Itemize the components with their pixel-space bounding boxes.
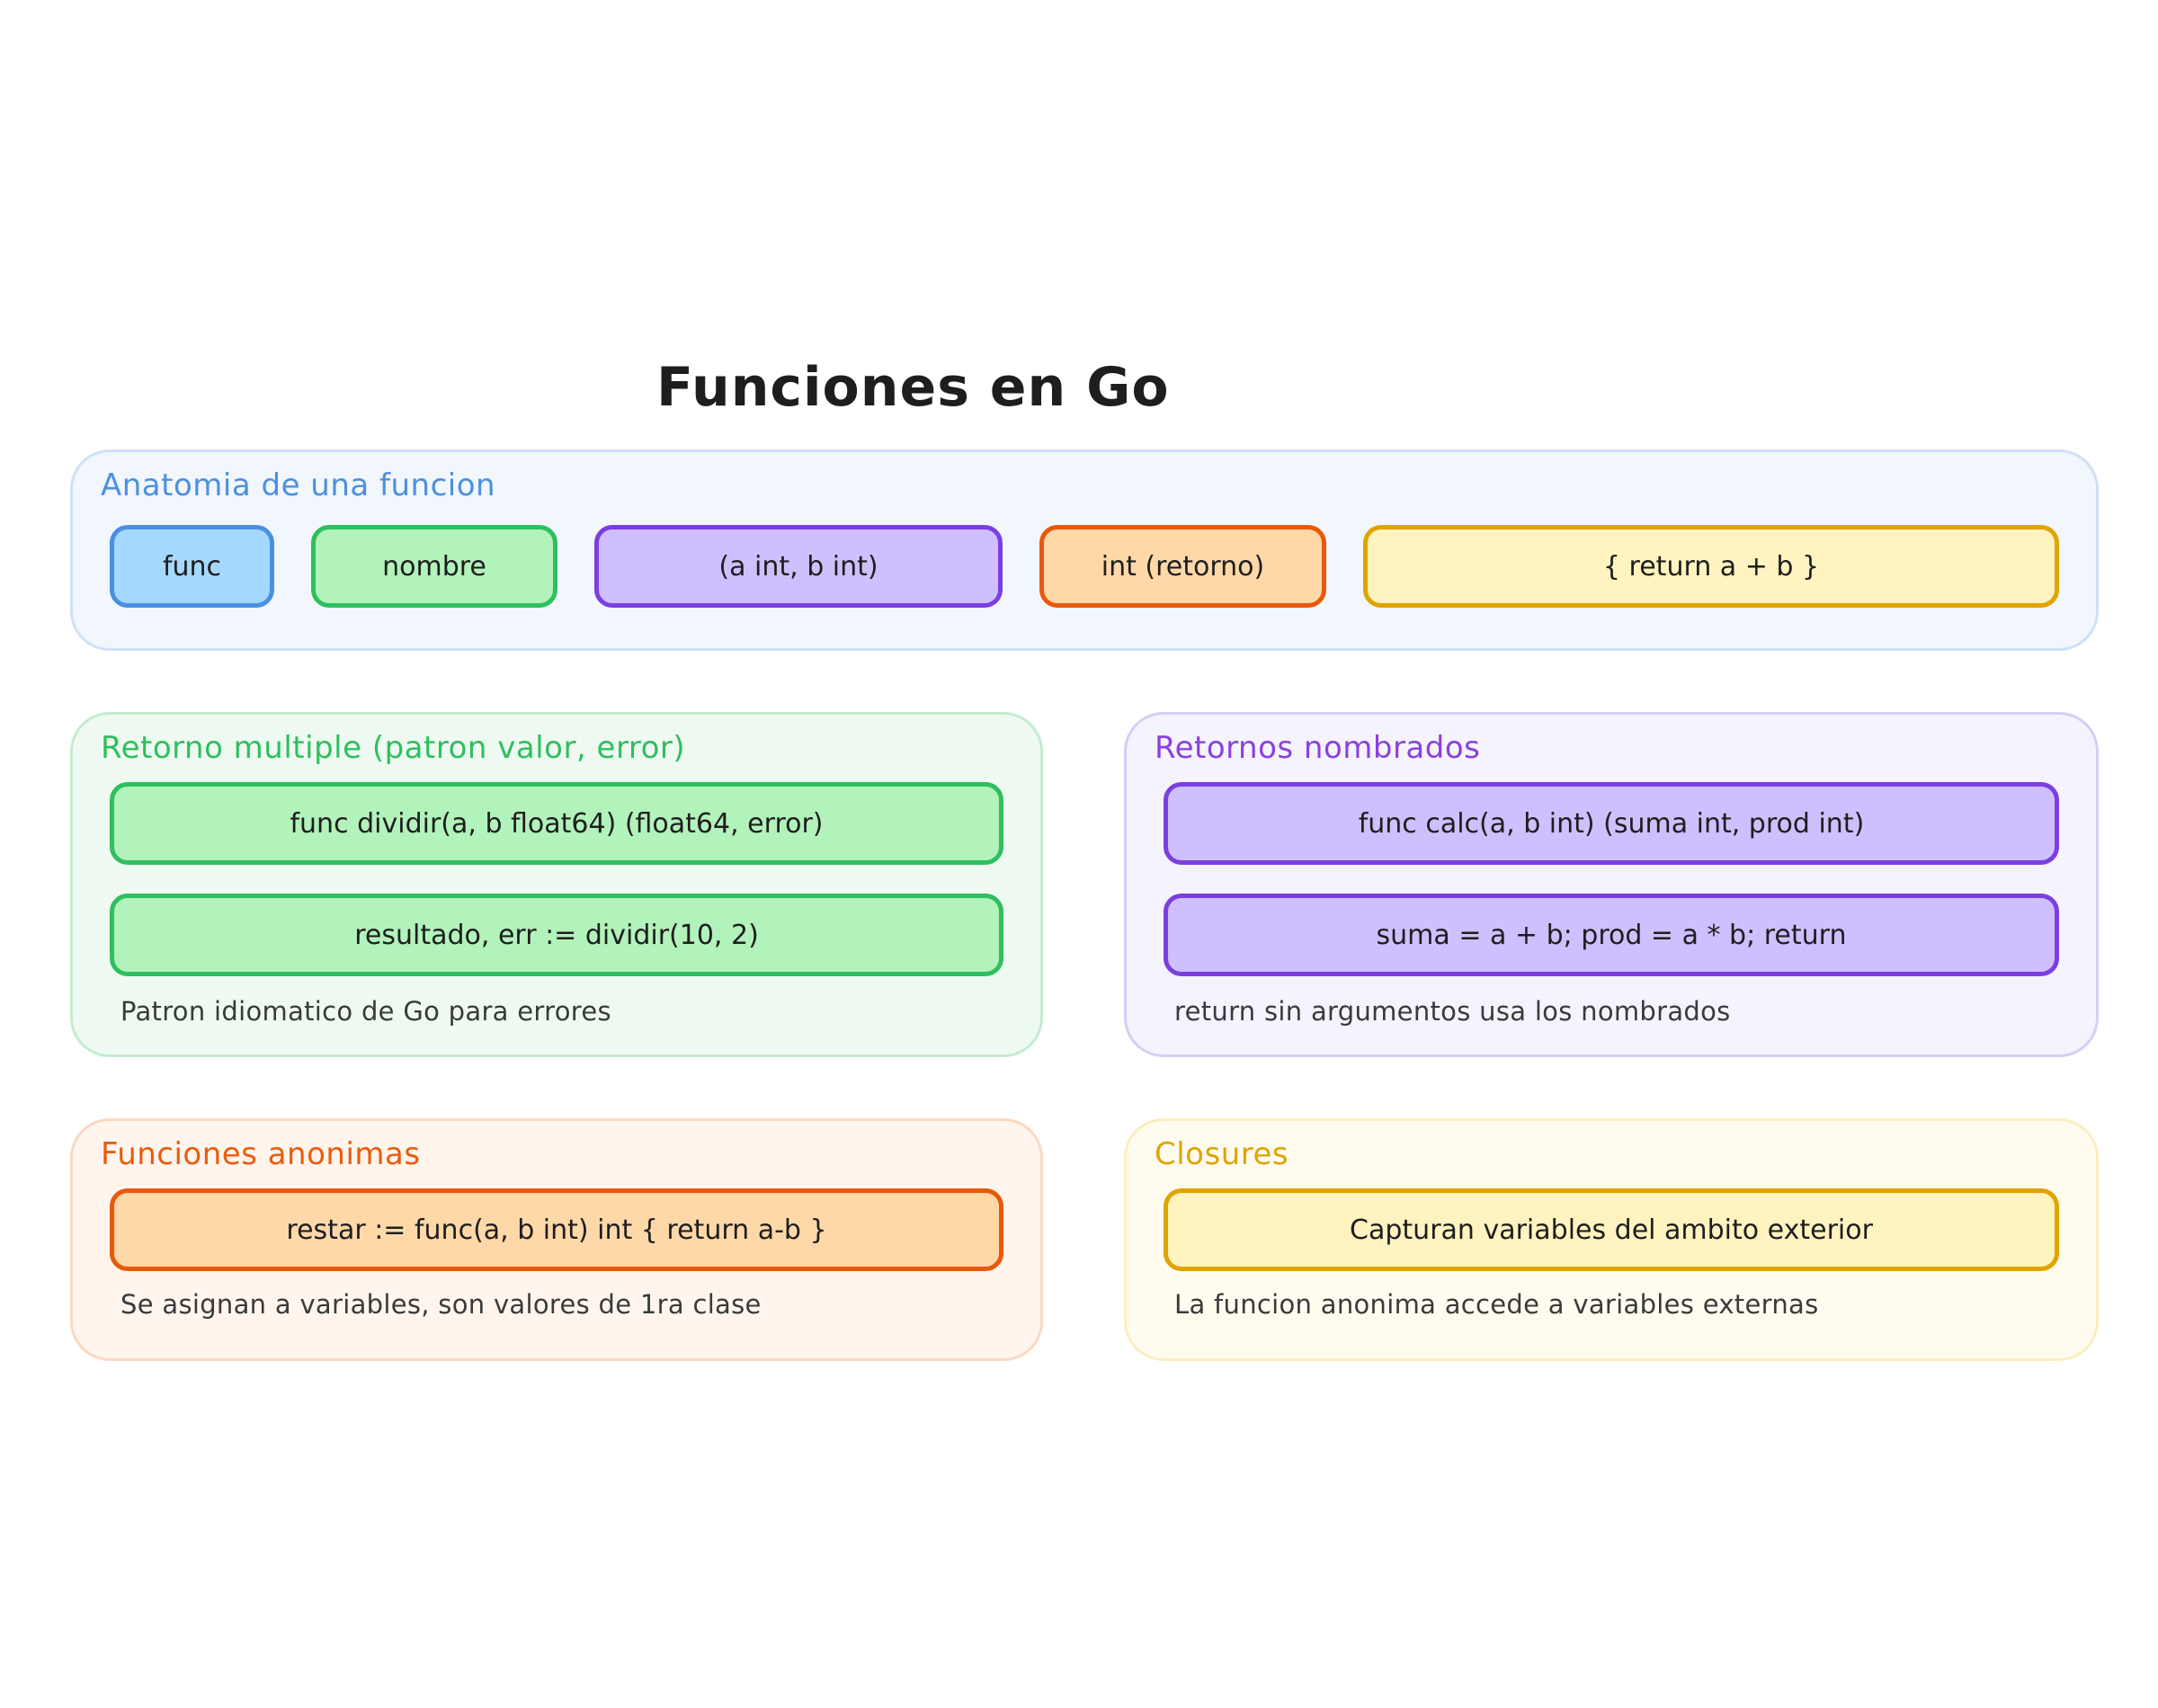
group-multiple-return bbox=[70, 712, 1043, 1057]
step-body: { return a + b } bbox=[1363, 525, 2059, 608]
step-nombre: nombre bbox=[311, 525, 557, 608]
code-restar: restar := func(a, b int) int { return a-… bbox=[110, 1188, 1003, 1271]
note-closures: La funcion anonima accede a variables ex… bbox=[1174, 1289, 1819, 1320]
group-named-returns-label: Retornos nombrados bbox=[1155, 730, 1481, 766]
code-dividir-signature: func dividir(a, b float64) (float64, err… bbox=[110, 782, 1003, 865]
note-named-returns: return sin argumentos usa los nombrados bbox=[1174, 996, 1731, 1027]
note-multiple-return: Patron idiomatico de Go para errores bbox=[120, 996, 611, 1027]
step-func: func bbox=[110, 525, 274, 608]
group-named-returns bbox=[1124, 712, 2099, 1057]
group-anonymous-functions-label: Funciones anonimas bbox=[101, 1136, 421, 1172]
code-calc-body: suma = a + b; prod = a * b; return bbox=[1164, 894, 2059, 976]
closures-description: Capturan variables del ambito exterior bbox=[1164, 1188, 2059, 1271]
diagram-title: Funciones en Go bbox=[656, 356, 1170, 419]
code-calc-signature: func calc(a, b int) (suma int, prod int) bbox=[1164, 782, 2059, 865]
group-closures-label: Closures bbox=[1155, 1136, 1289, 1172]
note-anonymous-functions: Se asignan a variables, son valores de 1… bbox=[120, 1289, 762, 1320]
group-anatomy-label: Anatomia de una funcion bbox=[101, 467, 496, 503]
code-dividir-call: resultado, err := dividir(10, 2) bbox=[110, 894, 1003, 976]
group-multiple-return-label: Retorno multiple (patron valor, error) bbox=[101, 730, 686, 766]
step-return-type: int (retorno) bbox=[1039, 525, 1326, 608]
step-params: (a int, b int) bbox=[594, 525, 1003, 608]
